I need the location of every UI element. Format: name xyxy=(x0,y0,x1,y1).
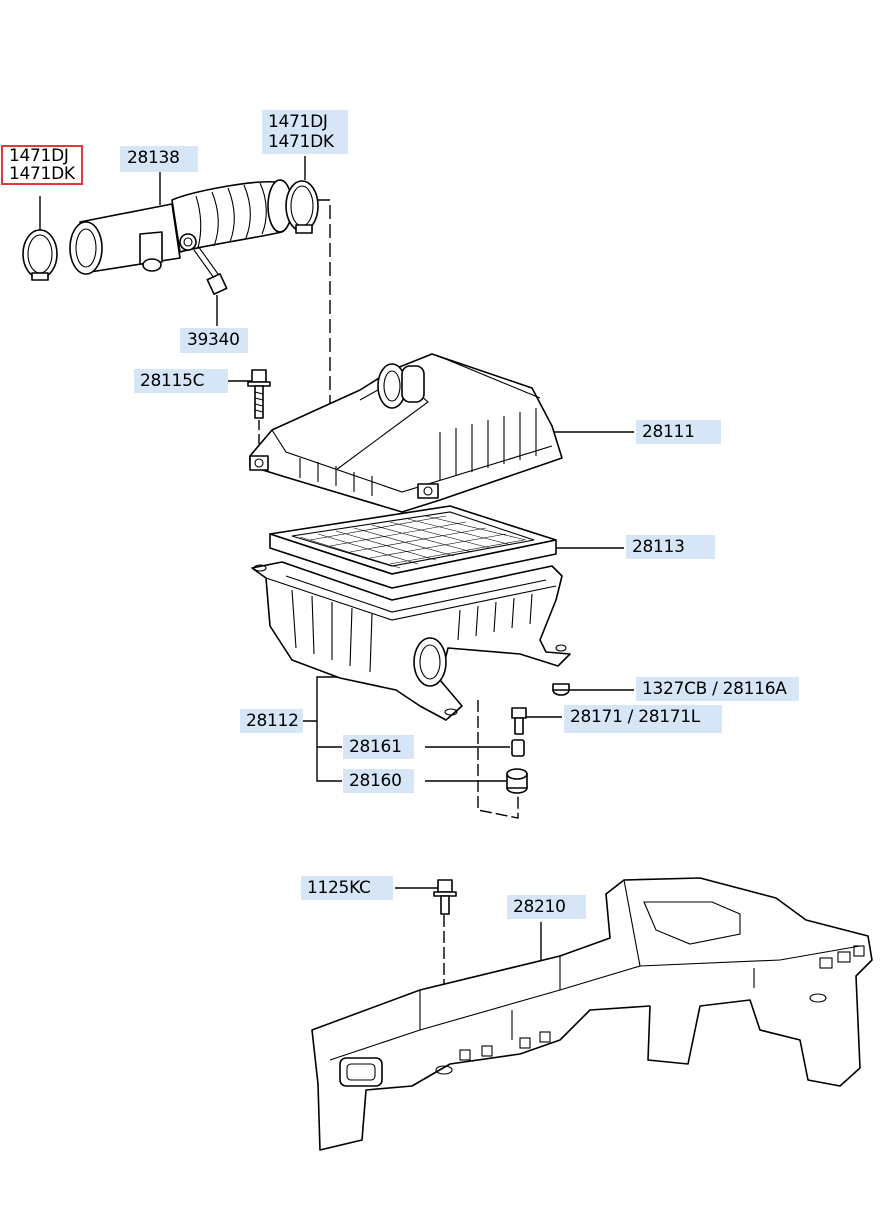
hose-clamp-left[interactable] xyxy=(22,229,58,281)
callout-28112[interactable]: 28112 xyxy=(240,709,303,733)
callout-hose-clamp-left-line2: 1471DK xyxy=(9,164,75,184)
callout-28113[interactable]: 28113 xyxy=(626,535,715,559)
hose-clamp-right[interactable] xyxy=(285,180,319,234)
callout-hose-clamp-right[interactable]: 1471DJ 1471DK xyxy=(262,110,348,154)
bolt-28115c[interactable] xyxy=(247,369,271,419)
callout-28115c[interactable]: 28115C xyxy=(134,369,229,393)
callout-hose-clamp-left[interactable]: 1471DJ 1471DK xyxy=(1,145,83,185)
air-cleaner-body[interactable] xyxy=(251,561,571,721)
nut-1327cb[interactable] xyxy=(552,683,570,696)
callout-hose-clamp-right-line1: 1471DJ xyxy=(268,112,328,132)
callout-28160[interactable]: 28160 xyxy=(343,769,414,793)
air-cleaner-cover[interactable] xyxy=(249,353,563,513)
bolt-1125kc[interactable] xyxy=(433,879,457,915)
intake-hose[interactable] xyxy=(69,179,293,275)
callout-28210[interactable]: 28210 xyxy=(507,895,586,919)
callout-1125kc[interactable]: 1125KC xyxy=(301,876,393,900)
grommet-28160[interactable] xyxy=(506,768,528,794)
filter-mesh xyxy=(299,515,527,569)
collar-28161[interactable] xyxy=(511,739,525,757)
callout-39340[interactable]: 39340 xyxy=(180,328,248,353)
callout-28111[interactable]: 28111 xyxy=(636,420,721,444)
callout-28161[interactable]: 28161 xyxy=(343,735,414,759)
air-cleaner-bracket[interactable] xyxy=(311,877,873,1151)
intake-air-temp-sensor[interactable] xyxy=(193,245,228,296)
callout-28138[interactable]: 28138 xyxy=(120,146,198,172)
callout-hose-clamp-right-line2: 1471DK xyxy=(268,132,334,152)
callout-hose-clamp-left-line1: 1471DJ xyxy=(9,146,69,166)
air-filter-element[interactable] xyxy=(269,505,557,589)
callout-28171-28171l[interactable]: 28171 / 28171L xyxy=(564,705,722,733)
bolt-28171[interactable] xyxy=(511,707,527,735)
callout-1327cb-28116a[interactable]: 1327CB / 28116A xyxy=(636,677,799,701)
